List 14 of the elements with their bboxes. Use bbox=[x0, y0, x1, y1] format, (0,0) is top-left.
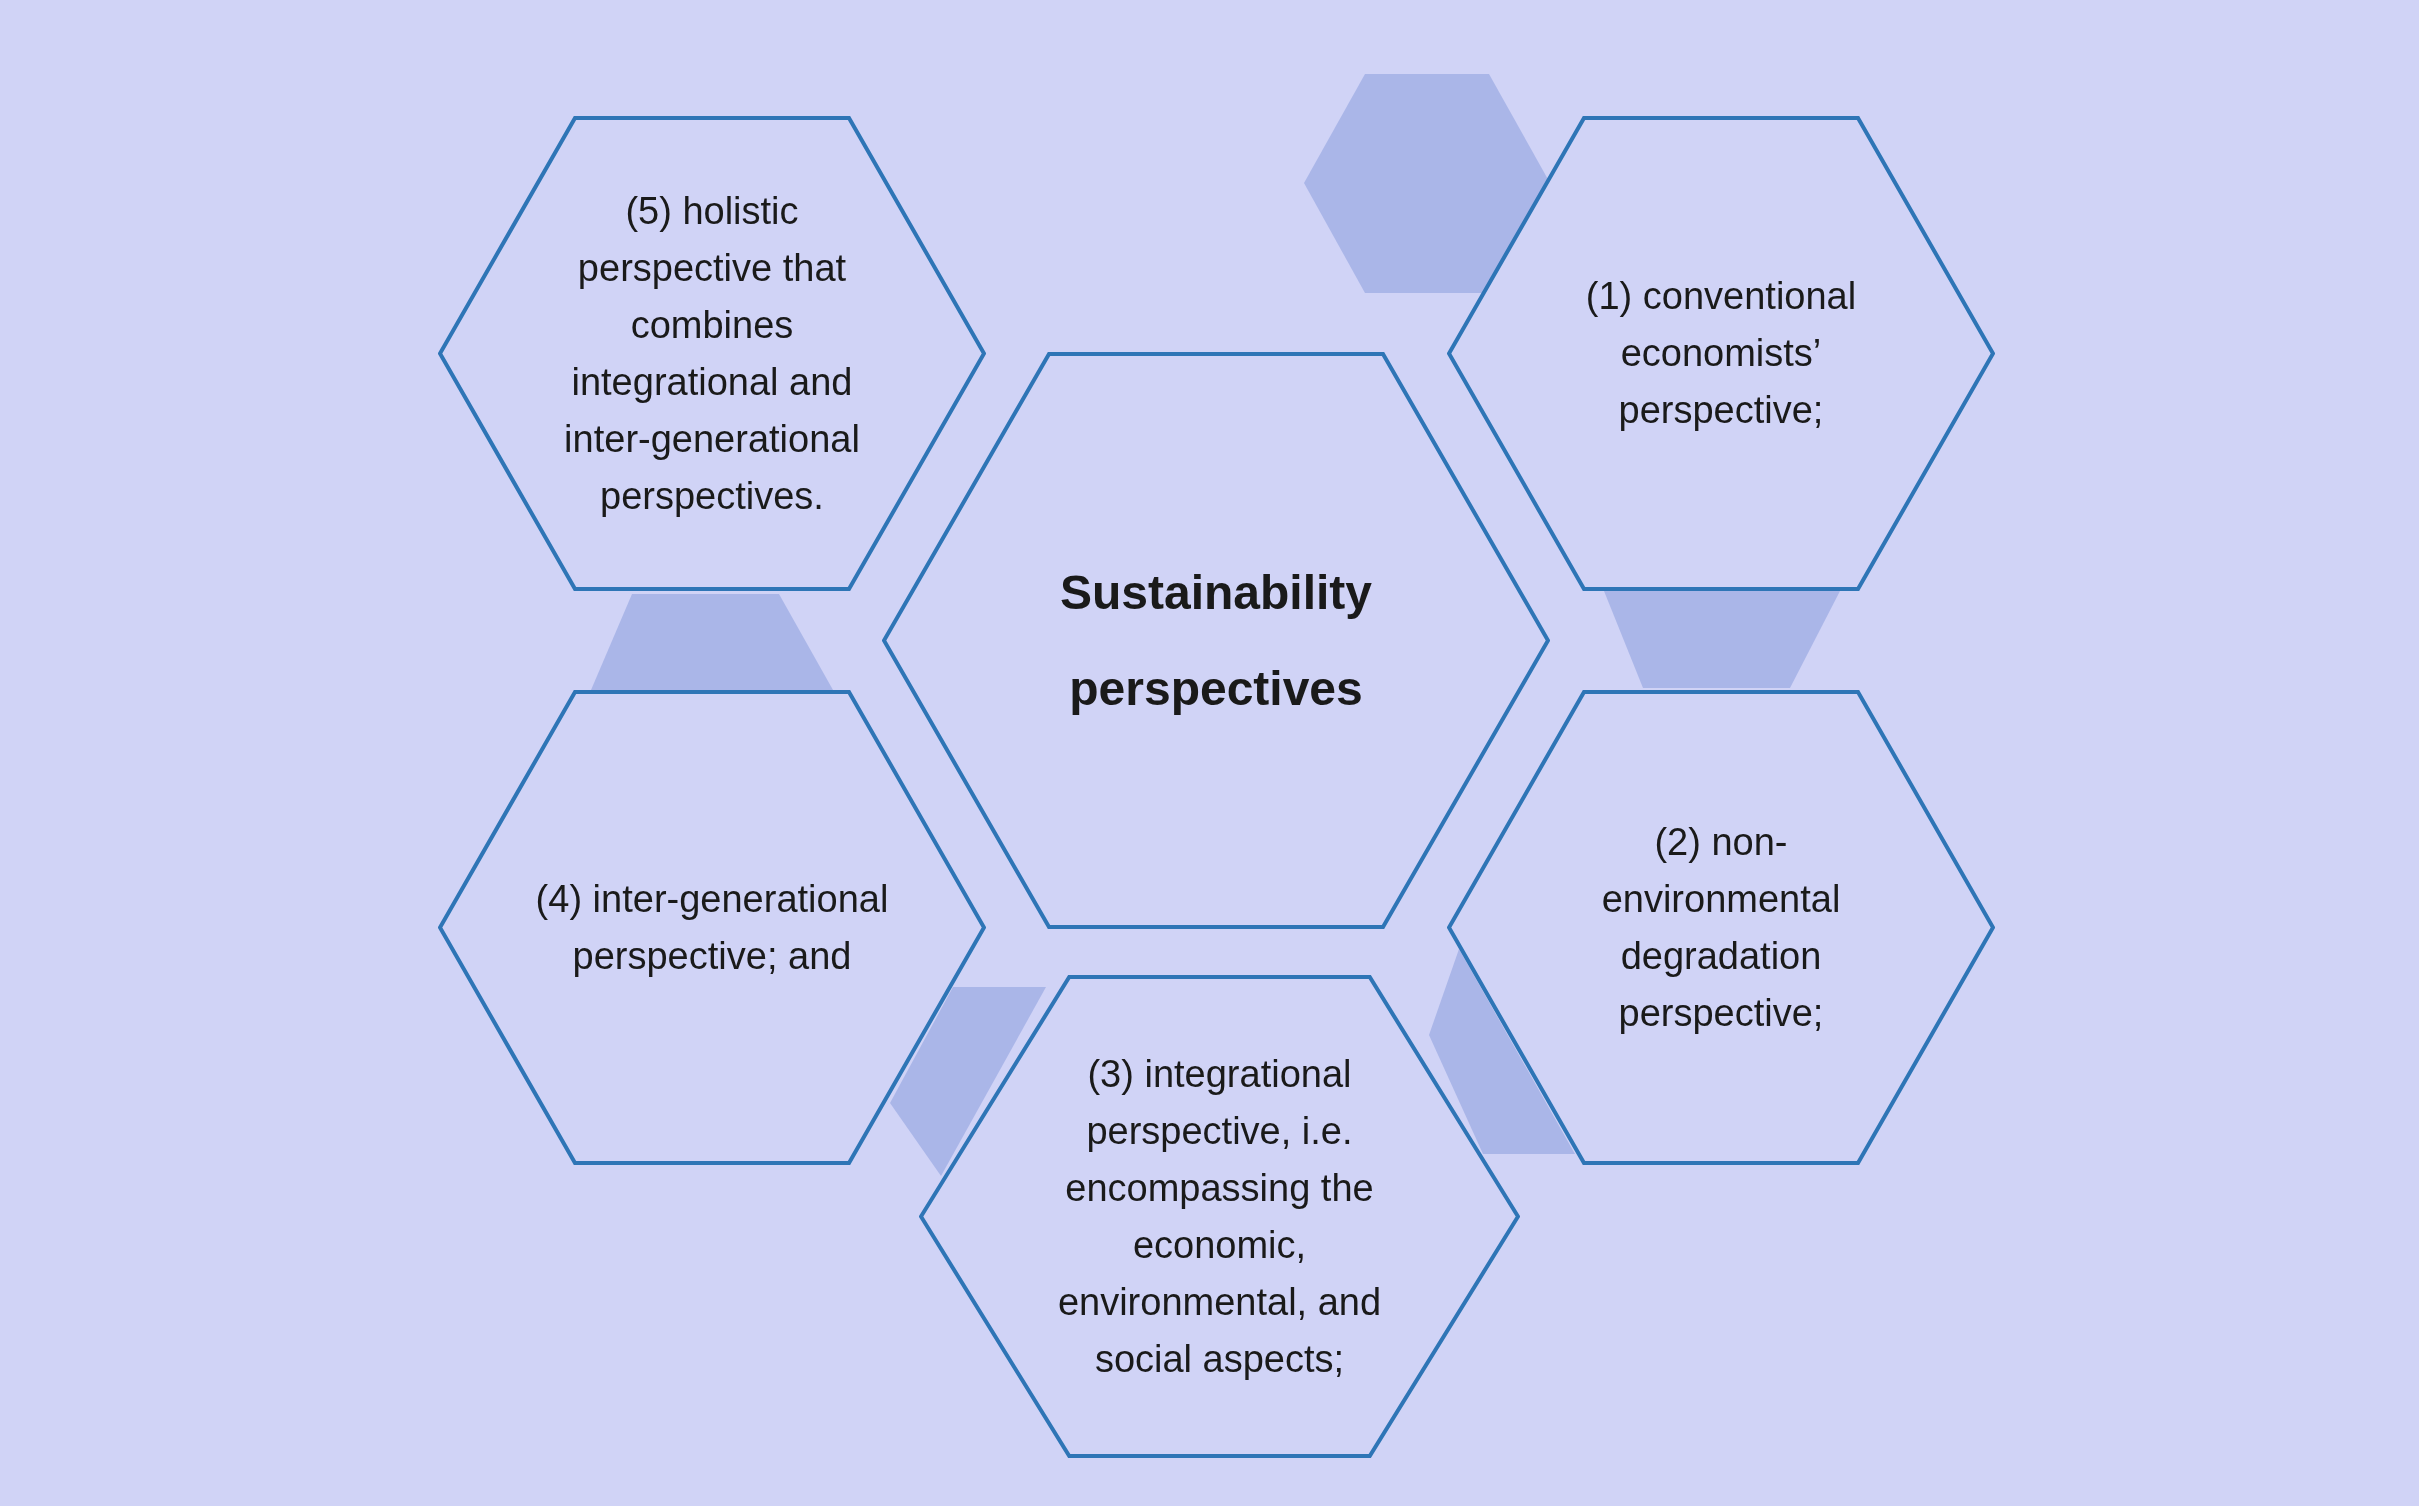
hexagon-node bbox=[919, 975, 1520, 1458]
decorative-hexagon bbox=[1429, 949, 1575, 1154]
diagram-title-text: Sustainability perspectives bbox=[1058, 564, 1374, 717]
perspective-text: (5) holistic perspective that combines integrational and inter-generational perspectives. bbox=[563, 188, 861, 519]
hexagon-node bbox=[438, 116, 986, 591]
hexagon-node bbox=[438, 690, 986, 1165]
decorative-hexagon bbox=[1304, 74, 1550, 293]
hexagon-node bbox=[1447, 116, 1995, 591]
decorative-hexagon bbox=[890, 987, 1046, 1176]
hexagon-node bbox=[1447, 690, 1995, 1165]
perspective-text: (1) conventional economists’ perspective; bbox=[1584, 274, 1858, 433]
perspective-text: (3) integrational perspective, i.e. encompassing the economic, environmental, and social aspects; bbox=[1056, 1051, 1383, 1382]
perspective-text: (4) inter-generational perspective; and bbox=[534, 876, 890, 979]
perspective-text: (2) non-environmental degradation perspective; bbox=[1600, 819, 1842, 1036]
